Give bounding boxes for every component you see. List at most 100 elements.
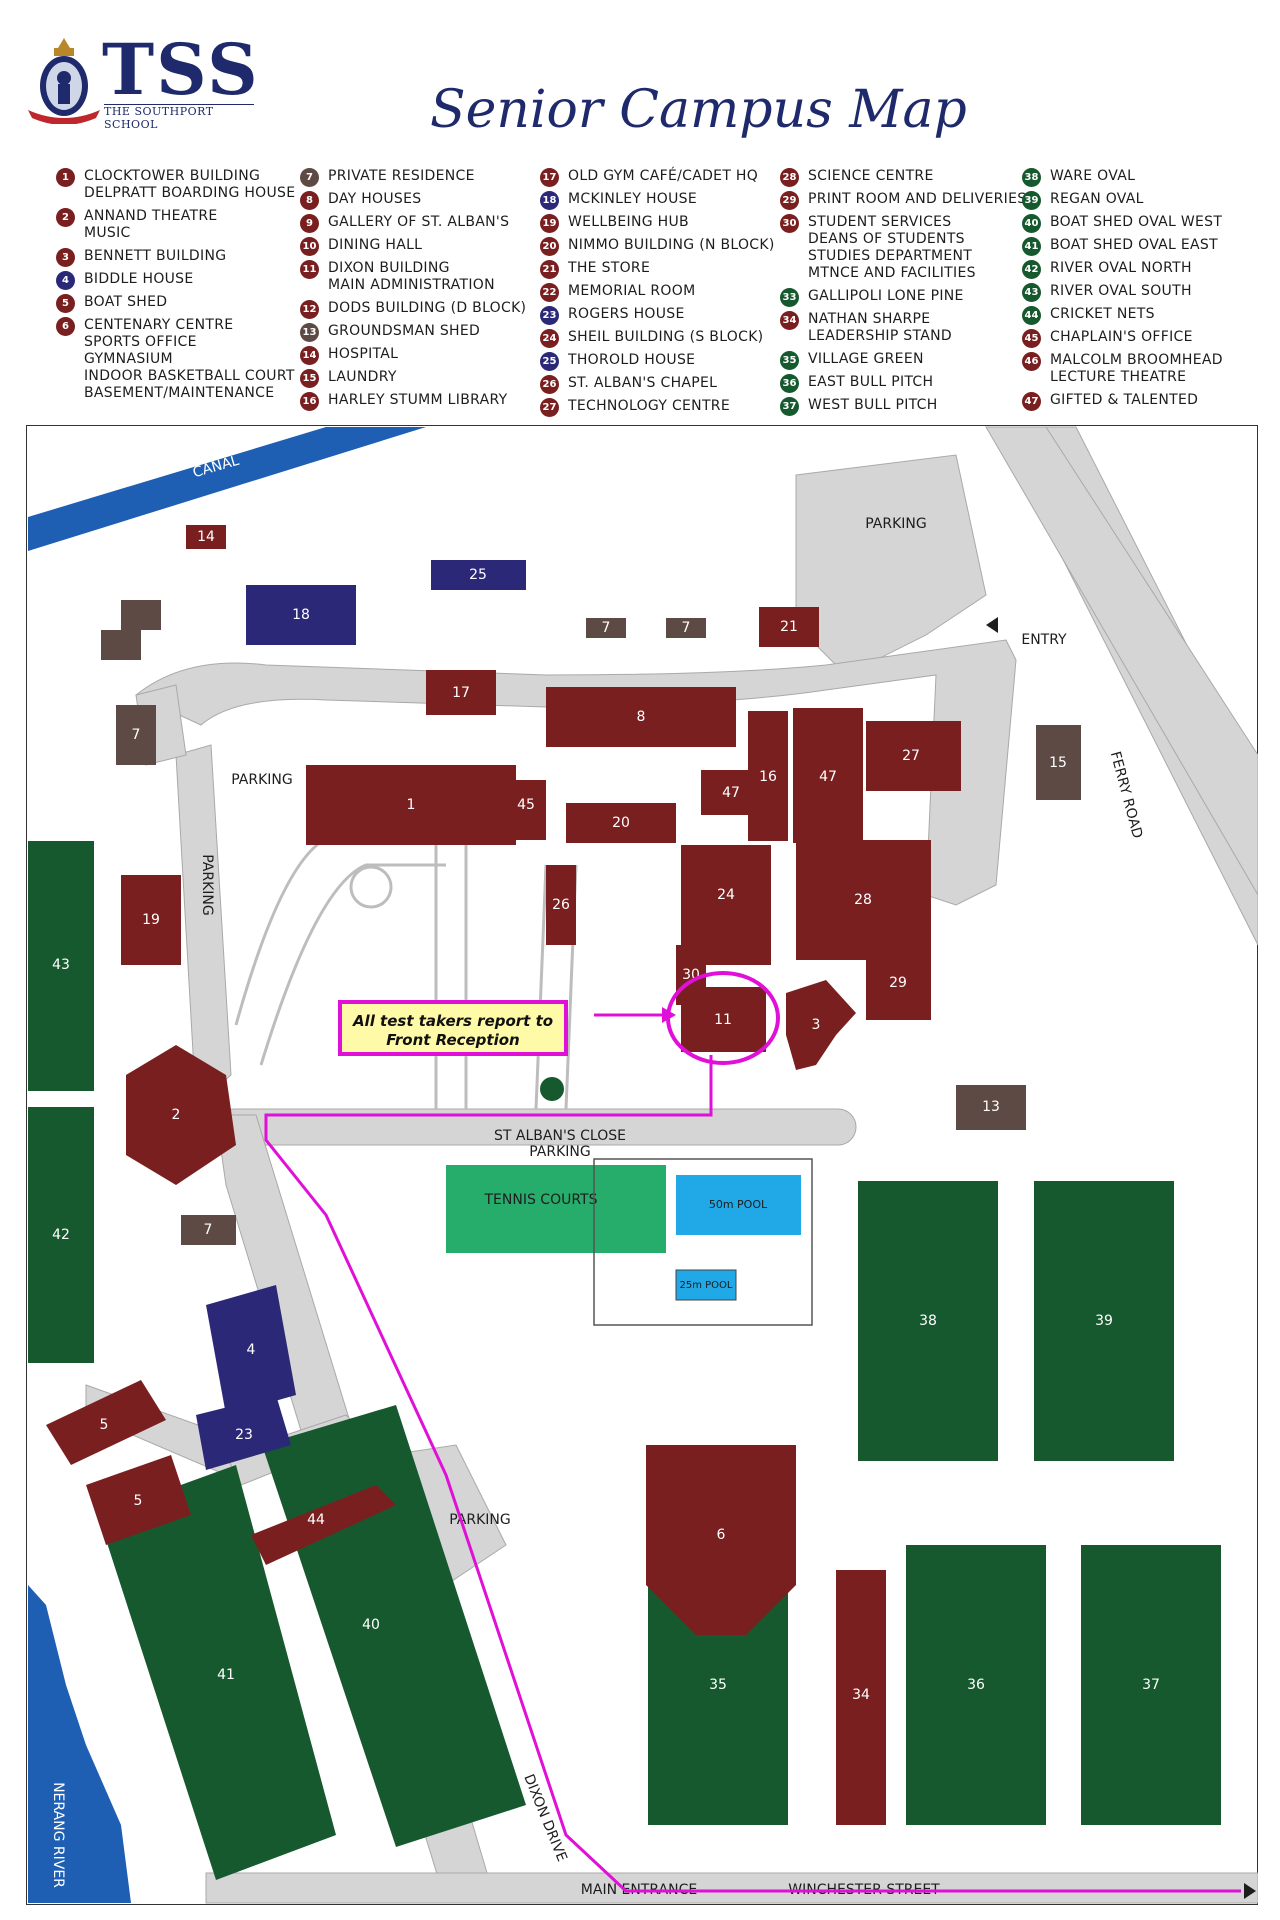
parking-label-close: PARKING: [529, 1144, 590, 1160]
legend-label: HARLEY STUMM LIBRARY: [328, 392, 508, 408]
building-4: [206, 1285, 296, 1415]
residence-7b: [101, 630, 141, 660]
label-19: 19: [142, 912, 160, 928]
building-27: [866, 721, 961, 791]
building-6: [646, 1445, 796, 1635]
label-41: 41: [217, 1667, 235, 1683]
label-44: 44: [307, 1512, 325, 1528]
pool-50m-label: 50m POOL: [709, 1198, 768, 1211]
legend-number-badge: 20: [540, 237, 559, 256]
building-26: [546, 865, 576, 945]
building-19: [121, 875, 181, 965]
label-8: 8: [637, 709, 646, 725]
residence-7a: [121, 600, 161, 630]
legend-number-badge: 6: [56, 317, 75, 336]
legend-number-badge: 26: [540, 375, 559, 394]
building-44: [251, 1485, 396, 1565]
legend-label: NIMMO BUILDING (N BLOCK): [568, 237, 775, 253]
field-43: [28, 841, 94, 1091]
label-5b: 5: [134, 1493, 143, 1509]
building-29-12: [866, 945, 931, 1020]
label-46: 47: [819, 769, 837, 785]
legend-label: DAY HOUSES: [328, 191, 422, 207]
building-47: [701, 770, 761, 815]
label-36: 36: [967, 1677, 985, 1693]
campus-map: CANAL NERANG RIVER PARKING: [26, 425, 1258, 1905]
legend-number-badge: 19: [540, 214, 559, 233]
legend-label: OLD GYM CAFÉ/CADET HQ: [568, 168, 759, 184]
legend-label: GIFTED & TALENTED: [1050, 392, 1199, 408]
legend-number-badge: 23: [540, 306, 559, 325]
residence-7f: [181, 1215, 236, 1245]
legend-label: STUDENT SERVICES DEANS OF STUDENTS STUDI…: [808, 214, 976, 281]
legend-entry: 23 ROGERS HOUSE: [540, 306, 775, 325]
field-33: [540, 1077, 564, 1101]
legend-label: MCKINLEY HOUSE: [568, 191, 698, 207]
legend-number-badge: 21: [540, 260, 559, 279]
label-25: 25: [469, 567, 487, 583]
legend-label: DINING HALL: [328, 237, 423, 253]
field-42: [28, 1107, 94, 1363]
label-38: 38: [919, 1313, 937, 1329]
residence-7c: [116, 705, 156, 765]
legend-number-badge: 18: [540, 191, 559, 210]
legend-entry: 16 HARLEY STUMM LIBRARY: [300, 392, 526, 411]
legend-number-badge: 5: [56, 294, 75, 313]
building-18: [246, 585, 356, 645]
legend-number-badge: 35: [780, 351, 799, 370]
legend-label: RIVER OVAL SOUTH: [1050, 283, 1192, 299]
legend-number-badge: 4: [56, 271, 75, 290]
legend-number-badge: 17: [540, 168, 559, 187]
legend-label: BIDDLE HOUSE: [84, 271, 194, 287]
label-24: 24: [717, 887, 735, 903]
buildings-navy: [196, 560, 526, 1470]
label-13: 13: [982, 1099, 1000, 1115]
building-labels: 14 17 8 16 47 27 1 45 20 47 26 24 30 28 …: [52, 529, 1160, 1703]
reception-callout: All test takers report to Front Receptio…: [338, 1000, 568, 1056]
legend-label: CRICKET NETS: [1050, 306, 1155, 322]
legend-number-badge: 16: [300, 392, 319, 411]
label-28: 28: [854, 892, 872, 908]
page-title: Senior Campus Map: [430, 80, 967, 140]
legend-label: GALLIPOLI LONE PINE: [808, 288, 964, 304]
label-40: 40: [362, 1617, 380, 1633]
building-28: [796, 840, 931, 960]
label-29: 29: [889, 975, 907, 991]
label-2: 2: [172, 1107, 181, 1123]
legend-label: VILLAGE GREEN: [808, 351, 924, 367]
legend-label: PRIVATE RESIDENCE: [328, 168, 475, 184]
residence-7e: [666, 618, 706, 638]
building-11: [681, 987, 766, 1052]
boat-shed-5a: [46, 1380, 166, 1465]
legend-number-badge: 1: [56, 168, 75, 187]
label-27: 27: [902, 748, 920, 764]
legend-column: 17 OLD GYM CAFÉ/CADET HQ 18 MCKINLEY HOUSE 1…: [540, 168, 775, 421]
legend-number-badge: 13: [300, 323, 319, 342]
legend-label: ROGERS HOUSE: [568, 306, 685, 322]
label-7c: 7: [132, 727, 141, 743]
building-3: [786, 980, 856, 1070]
tennis-courts-label: TENNIS COURTS: [484, 1192, 598, 1208]
field-36: [906, 1545, 1046, 1825]
legend-label: ST. ALBAN'S CHAPEL: [568, 375, 718, 391]
legend-number-badge: 11: [300, 260, 319, 279]
tennis-courts: [446, 1165, 666, 1253]
label-26: 26: [552, 897, 570, 913]
school-crest-logo: [28, 38, 100, 124]
legend-number-badge: 46: [1022, 352, 1041, 371]
legend-number-badge: 42: [1022, 260, 1041, 279]
map-canvas: CANAL NERANG RIVER PARKING: [26, 425, 1258, 1905]
legend-number-badge: 47: [1022, 392, 1041, 411]
